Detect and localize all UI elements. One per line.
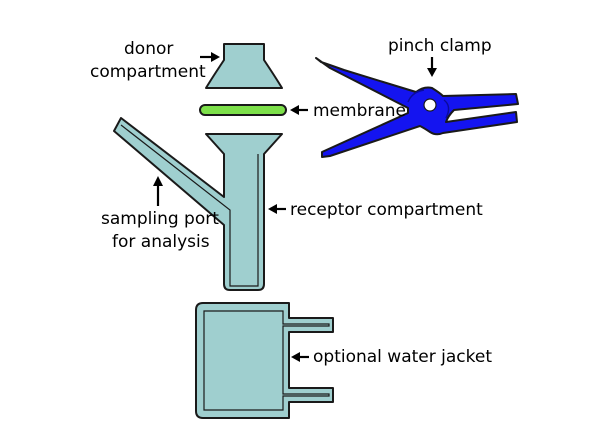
membrane-strip	[199, 104, 287, 116]
receptor-compartment-shape	[113, 117, 283, 291]
water-jacket-shape	[195, 302, 334, 419]
sampling-port-arrow	[153, 176, 163, 206]
sampling-port-label-line2: for analysis	[112, 232, 210, 252]
pinch-clamp-label: pinch clamp	[388, 36, 492, 56]
donor-arrow	[200, 52, 220, 62]
water-jacket-arrow	[291, 352, 309, 362]
donor-label-line1: donor	[124, 39, 173, 59]
sampling-port-label-line1: sampling port	[101, 209, 219, 229]
pinch-clamp-shape	[315, 57, 519, 158]
pinch-clamp-arrow	[427, 57, 437, 77]
membrane-label: membrane	[313, 101, 406, 121]
receptor-arrow	[268, 204, 286, 214]
water-jacket-inner	[203, 310, 330, 411]
water-jacket-label: optional water jacket	[313, 347, 492, 367]
sampling-port-inner	[120, 124, 259, 287]
membrane-arrow	[290, 105, 308, 115]
donor-label-line2: compartment	[90, 62, 206, 82]
receptor-label: receptor compartment	[290, 200, 483, 220]
donor-compartment-shape	[205, 43, 283, 89]
